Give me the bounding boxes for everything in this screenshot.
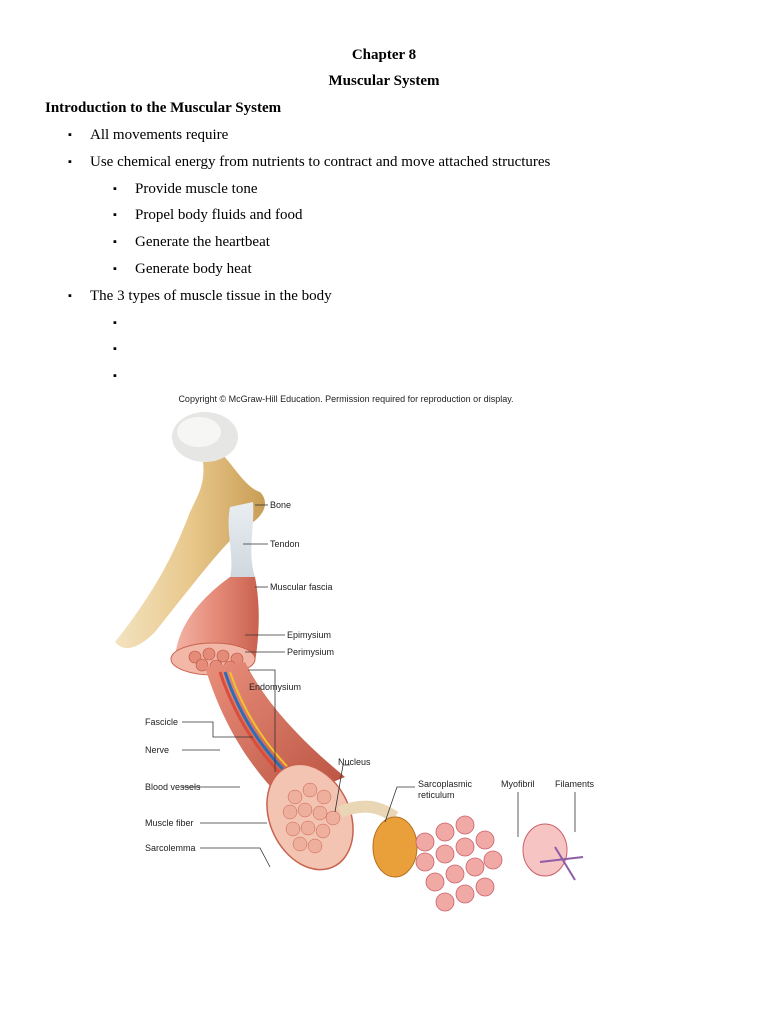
bullet-marker: ▪: [113, 370, 117, 382]
leader-lines: [182, 504, 576, 868]
label-nucleus: Nucleus: [338, 757, 371, 767]
bullet-text: All movements require: [90, 127, 229, 143]
tendon-shape: [228, 502, 255, 577]
label-perimysium: Perimysium: [287, 647, 334, 657]
bullet-marker: ▪: [113, 236, 117, 248]
label-sarcoplasmic: Sarcoplasmic: [418, 779, 473, 789]
bullet-marker: ▪: [68, 290, 72, 302]
subject-title: Muscular System: [328, 73, 440, 89]
bullet-marker: ▪: [68, 129, 72, 141]
label-endomysium: Endomysium: [249, 682, 301, 692]
label-reticulum: reticulum: [418, 790, 455, 800]
bullet-marker: ▪: [113, 263, 117, 275]
bullet-text: Provide muscle tone: [135, 181, 258, 197]
label-muscle-fiber: Muscle fiber: [145, 818, 194, 828]
bullet-marker: ▪: [113, 183, 117, 195]
bullet-text: Propel body fluids and food: [135, 207, 303, 223]
bone-shape: [115, 412, 265, 649]
chapter-title: Chapter 8: [351, 47, 417, 63]
label-myofibril: Myofibril: [501, 779, 535, 789]
section-heading: Introduction to the Muscular System: [45, 100, 282, 116]
bullet-text: Generate the heartbeat: [135, 234, 270, 250]
copyright-notice: Copyright © McGraw-Hill Education. Permi…: [178, 394, 513, 404]
label-sarcolemma: Sarcolemma: [145, 843, 196, 853]
bullet-text: Generate body heat: [135, 261, 252, 277]
muscle-anatomy-figure: Copyright © McGraw-Hill Education. Permi…: [95, 392, 595, 920]
label-nerve: Nerve: [145, 745, 169, 755]
label-tendon: Tendon: [270, 539, 300, 549]
bullet-text: Use chemical energy from nutrients to co…: [90, 154, 551, 170]
label-fascicle: Fascicle: [145, 717, 178, 727]
label-bone: Bone: [270, 500, 291, 510]
label-epimysium: Epimysium: [287, 630, 331, 640]
muscle-belly-shape: [175, 577, 259, 662]
bullet-marker: ▪: [113, 209, 117, 221]
bullet-marker: ▪: [68, 156, 72, 168]
label-blood-vessels: Blood vessels: [145, 782, 201, 792]
label-filaments: Filaments: [555, 779, 595, 789]
bullet-marker: ▪: [113, 317, 117, 329]
bullet-text: The 3 types of muscle tissue in the body: [90, 288, 332, 304]
bullet-marker: ▪: [113, 343, 117, 355]
label-muscular-fascia: Muscular fascia: [270, 582, 333, 592]
